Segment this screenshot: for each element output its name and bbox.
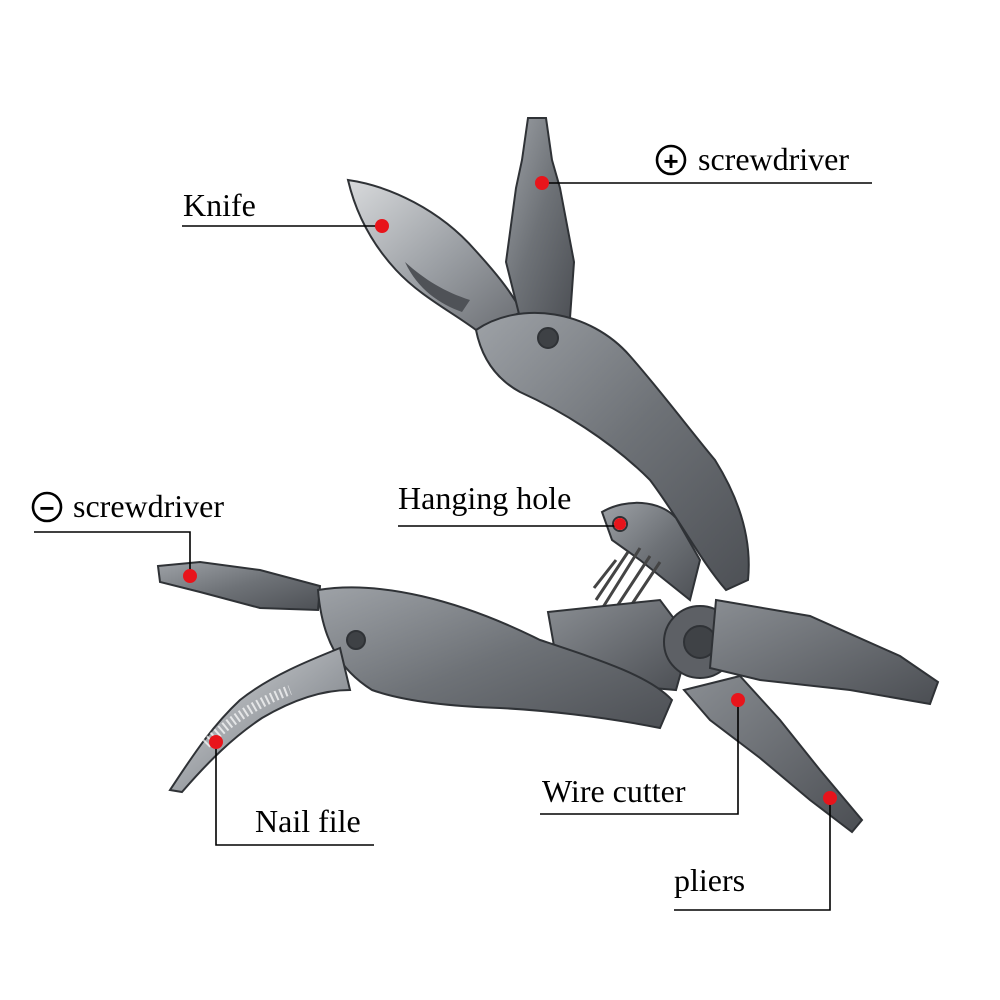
multitool-illustration <box>156 117 940 834</box>
leader-wire-cutter <box>540 700 739 815</box>
lower-pivot-rivet <box>346 630 366 650</box>
marker-knife <box>375 219 389 233</box>
label-phillips-screwdriver: screwdriver <box>698 141 849 177</box>
marker-flat <box>183 569 197 583</box>
label-nail-file: Nail file <box>255 803 361 839</box>
leader-lines <box>34 182 872 911</box>
svg-text:−: − <box>39 493 54 523</box>
phillips-bit <box>504 117 576 319</box>
upper-handle <box>474 311 750 592</box>
minus-circle-icon: − <box>31 491 63 523</box>
lower-jaw <box>682 674 864 834</box>
marker-wire-cutter <box>731 693 745 707</box>
upper-jaw <box>708 598 940 706</box>
marker-phillips <box>535 176 549 190</box>
label-pliers: pliers <box>674 862 745 898</box>
markers <box>183 176 837 805</box>
label-hanging-hole: Hanging hole <box>398 480 571 516</box>
upper-pivot-rivet <box>537 327 559 349</box>
svg-text:+: + <box>663 146 678 176</box>
marker-hanging-hole <box>614 518 626 530</box>
leader-pliers <box>674 798 831 911</box>
leader-flat <box>34 531 191 576</box>
marker-pliers <box>823 791 837 805</box>
lower-handle <box>316 586 674 730</box>
flat-blade <box>156 560 322 612</box>
knife-blade <box>346 178 524 332</box>
label-knife: Knife <box>183 187 256 223</box>
nail-file <box>168 646 352 794</box>
marker-nail-file <box>209 735 223 749</box>
plus-circle-icon: + <box>655 144 687 176</box>
text-labels: Knife + screwdriver − screwdriver Hangin… <box>31 141 849 898</box>
leader-nail-file <box>215 742 374 846</box>
spring <box>592 547 662 629</box>
label-wire-cutter: Wire cutter <box>542 773 686 809</box>
label-flat-screwdriver: screwdriver <box>73 488 224 524</box>
